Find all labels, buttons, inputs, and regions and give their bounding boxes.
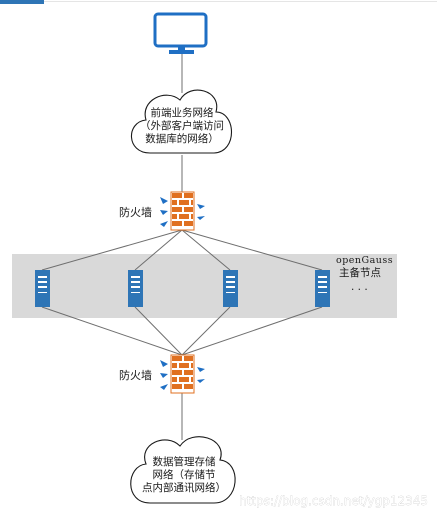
link-server-4-fw bbox=[181, 306, 323, 356]
top-firewall-label: 防火墙 bbox=[119, 205, 152, 219]
server-icon-3 bbox=[223, 270, 238, 307]
frontend-network-cloud: 前端业务网络 （外部客户端访问 数据库的网络） bbox=[130, 89, 233, 154]
watermark-text: https://blog.csdn.net/ygp12345 bbox=[239, 494, 428, 508]
storage-network-cloud: 数据管理存储 网络（存储节 点内部通讯网络） bbox=[130, 436, 236, 504]
top-firewall-icon bbox=[160, 191, 205, 231]
bottom-firewall-icon bbox=[160, 354, 205, 394]
top-tab-indicator bbox=[0, 0, 44, 4]
storage-cloud-line-1: 数据管理存储 bbox=[153, 455, 216, 468]
storage-cloud-line-2: 网络（存储节 bbox=[153, 468, 216, 481]
cluster-name-line-2: 主备节点 bbox=[339, 266, 381, 279]
server-icon-1 bbox=[35, 270, 50, 307]
server-icon-4 bbox=[315, 270, 330, 307]
link-server-1-fw bbox=[41, 306, 183, 356]
link-server-2-fw bbox=[134, 306, 183, 356]
frontend-cloud-line-3: 数据库的网络） bbox=[145, 132, 219, 145]
link-fw-server-2 bbox=[134, 229, 183, 271]
server-icon-2 bbox=[128, 270, 143, 307]
frontend-cloud-line-1: 前端业务网络 bbox=[151, 106, 214, 119]
link-server-3-fw bbox=[181, 306, 231, 356]
bottom-firewall-label: 防火墙 bbox=[119, 368, 152, 382]
monitor-icon bbox=[153, 12, 208, 54]
top-divider bbox=[44, 1, 437, 2]
link-fw-server-1 bbox=[41, 229, 183, 271]
storage-cloud-line-3: 点内部通讯网络） bbox=[142, 481, 226, 494]
link-fw-server-4 bbox=[181, 229, 323, 271]
link-fw-server-3 bbox=[181, 229, 231, 271]
frontend-cloud-line-2: （外部客户端访问 bbox=[140, 119, 224, 132]
cluster-band bbox=[12, 254, 397, 318]
cluster-name-line-1: openGauss bbox=[336, 255, 393, 266]
cluster-ellipsis: · · · bbox=[351, 284, 368, 296]
connection-lines bbox=[41, 52, 323, 440]
